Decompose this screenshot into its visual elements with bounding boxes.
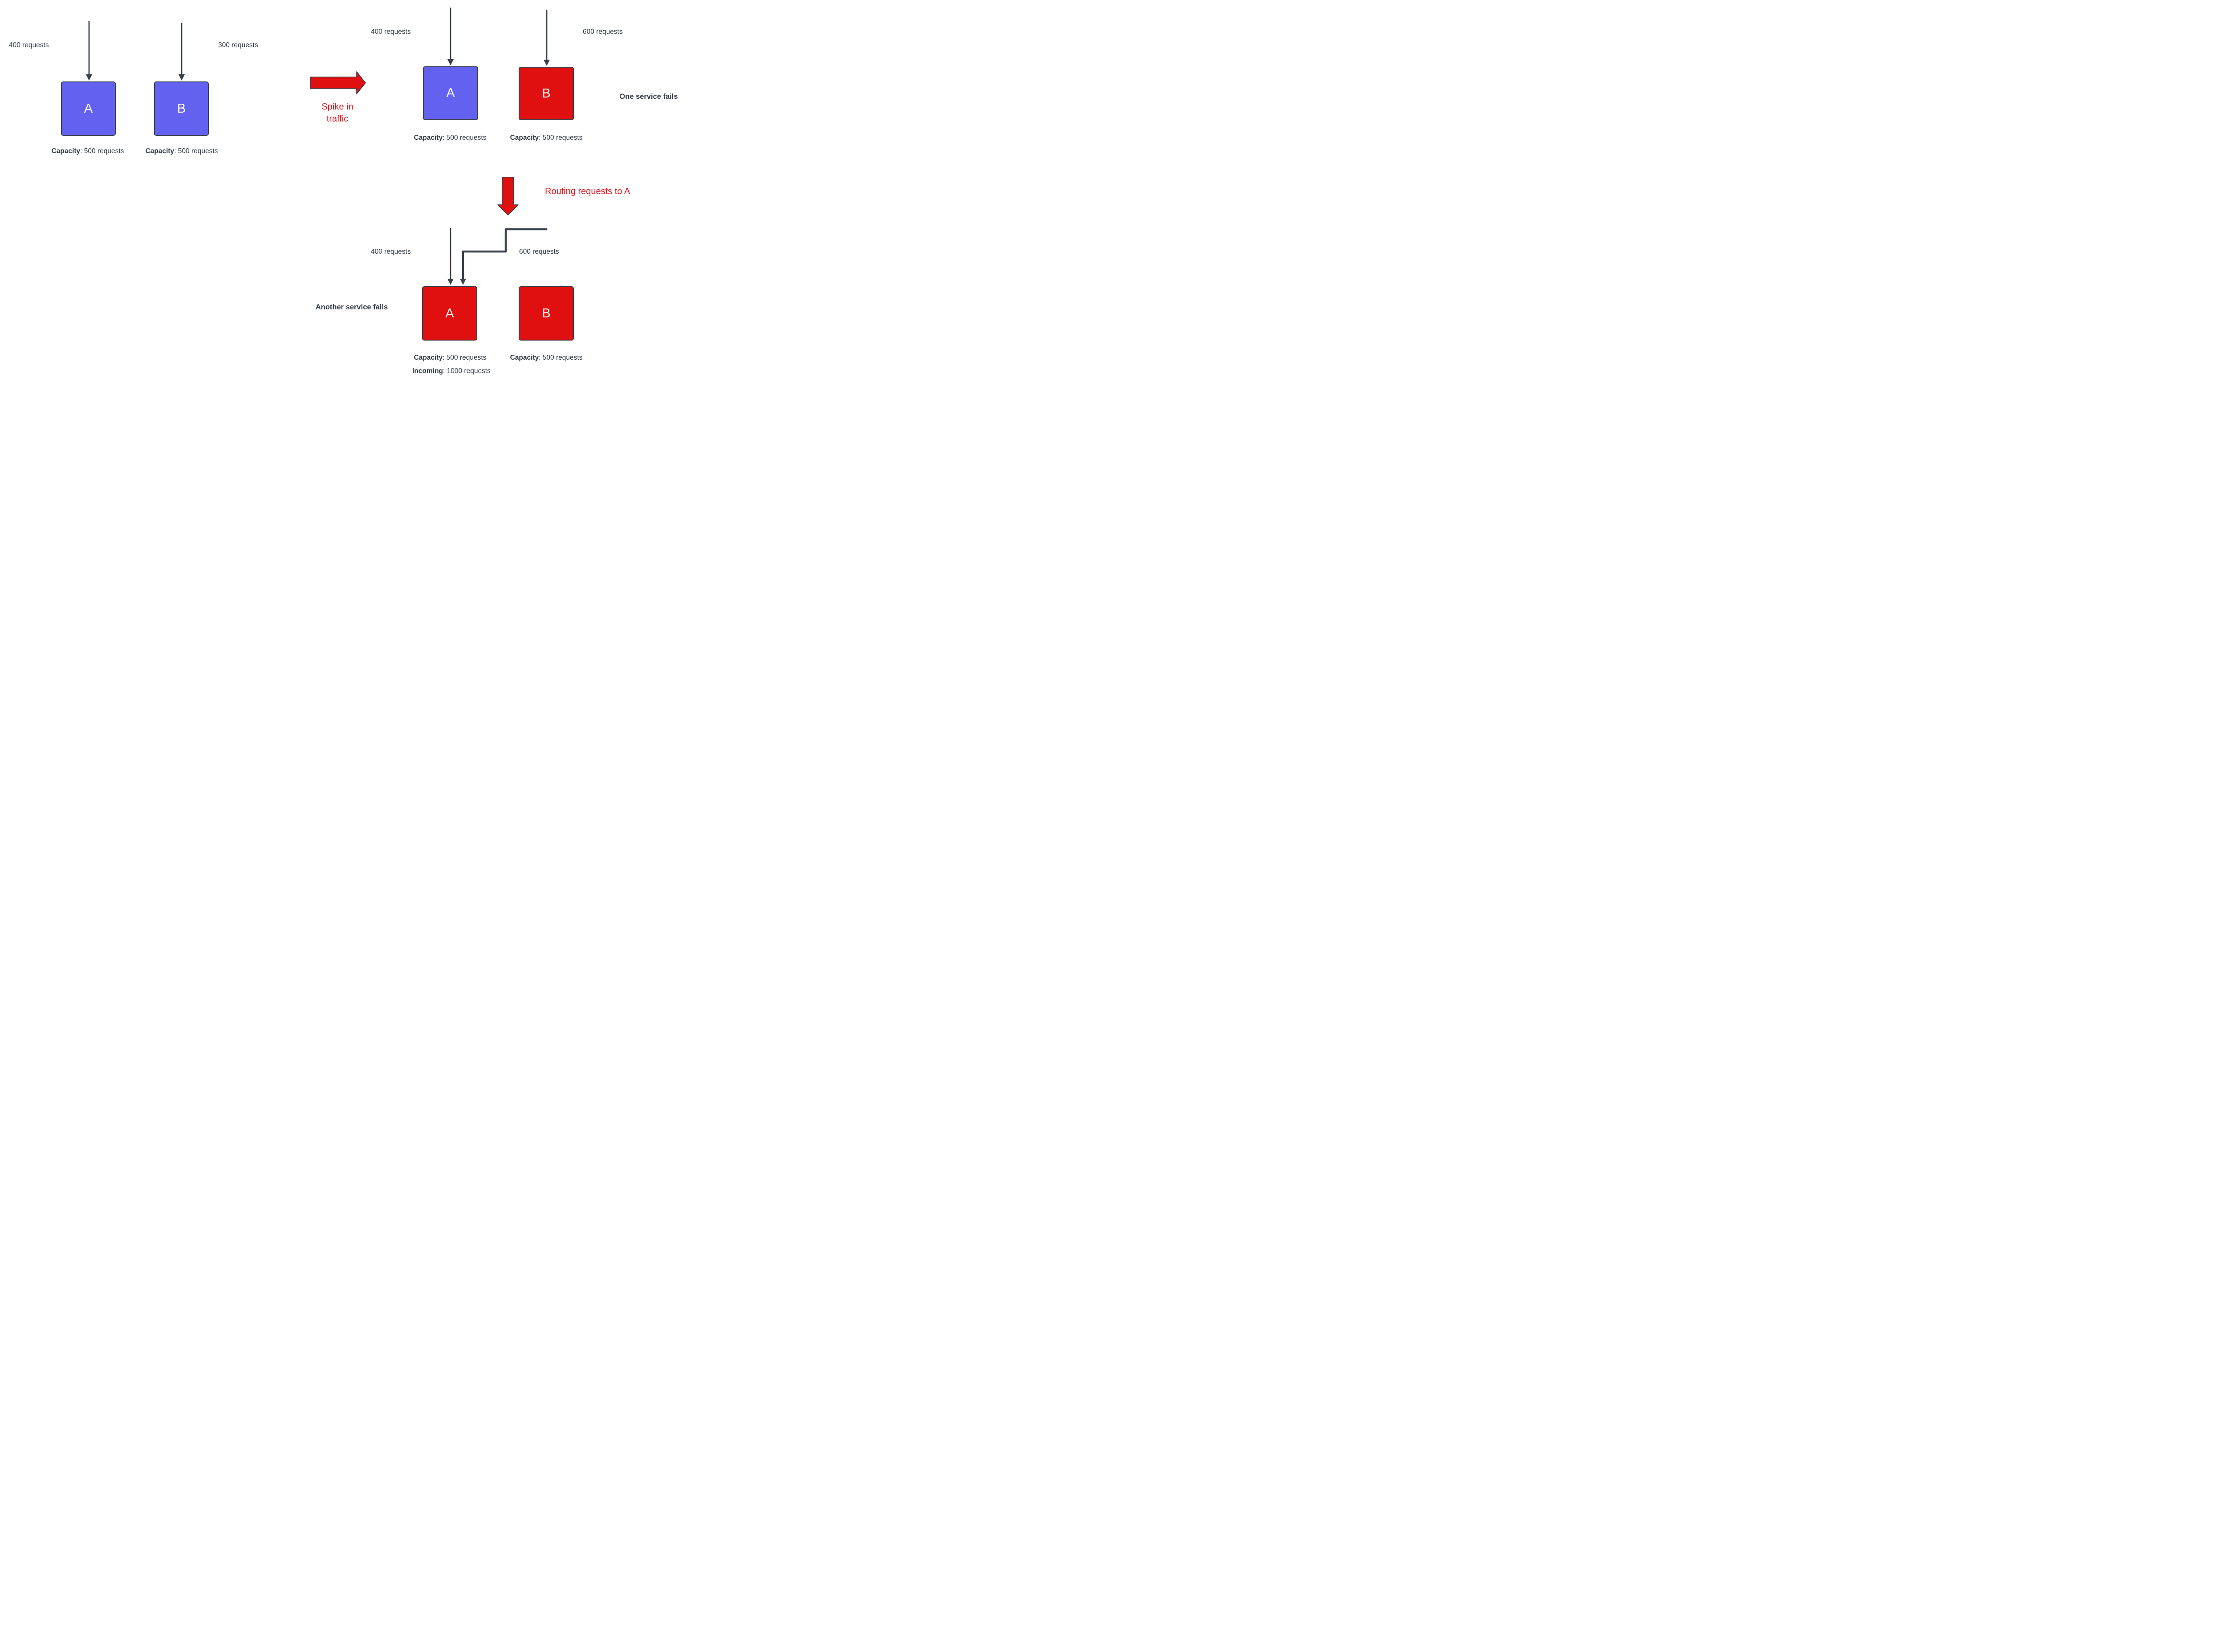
stage3-b-capacity-value: : 500 requests <box>539 354 583 361</box>
one-service-fails-caption: One service fails <box>619 93 678 101</box>
cascading-failure-diagram: 400 requests 300 requests A B Capacity: … <box>0 0 698 387</box>
stage1-b-capacity-text: Capacity: 500 requests <box>135 147 228 155</box>
stage3-a-incoming-value: : 1000 requests <box>443 367 491 375</box>
arrow-into-a-stage3-icon <box>447 228 454 285</box>
stage1-a-incoming-label: 400 requests <box>9 41 49 49</box>
stage3-a-capacity-text: Capacity: 500 requests <box>403 354 497 362</box>
stage2-service-a-box: A <box>423 66 478 120</box>
stage2-a-capacity-text: Capacity: 500 requests <box>403 134 497 142</box>
stage2-a-incoming-label: 400 requests <box>371 28 411 36</box>
stage2-b-capacity-text: Capacity: 500 requests <box>500 134 593 142</box>
stage3-b-incoming-label: 600 requests <box>519 248 559 256</box>
stage3-a-incoming-key: Incoming <box>412 367 443 375</box>
stage1-b-incoming-label: 300 requests <box>218 41 258 49</box>
stage3-a-capacity-key: Capacity <box>414 354 443 361</box>
stage3-service-a-box: A <box>422 286 477 341</box>
stage1-service-a-letter: A <box>84 101 93 116</box>
stage2-b-capacity-value: : 500 requests <box>539 134 583 142</box>
stage1-service-b-box: B <box>154 81 209 136</box>
routing-requests-label: Routing requests to A <box>545 187 630 196</box>
stage3-b-capacity-text: Capacity: 500 requests <box>500 354 593 362</box>
stage2-b-incoming-label: 600 requests <box>583 28 623 36</box>
stage2-b-capacity-key: Capacity <box>510 134 539 142</box>
stage3-a-capacity-value: : 500 requests <box>443 354 487 361</box>
stage3-a-incoming-total-text: Incoming: 1000 requests <box>405 367 498 375</box>
stage3-a-incoming-label: 400 requests <box>371 248 411 256</box>
stage3-b-capacity-key: Capacity <box>510 354 539 361</box>
stage3-service-a-letter: A <box>445 306 454 321</box>
stage1-service-a-box: A <box>61 81 116 136</box>
stage3-service-b-box: B <box>519 286 574 341</box>
stage1-a-capacity-value: : 500 requests <box>80 147 124 155</box>
stage1-b-capacity-key: Capacity <box>145 147 175 155</box>
spike-right-arrow-icon <box>310 71 366 94</box>
stage3-service-b-letter: B <box>542 306 551 321</box>
routing-down-arrow-icon <box>497 177 519 215</box>
stage1-service-b-letter: B <box>177 101 186 116</box>
stage2-service-b-letter: B <box>542 86 551 101</box>
rerouted-elbow-connector-icon <box>460 228 548 285</box>
stage2-service-a-letter: A <box>446 86 455 100</box>
another-service-fails-caption: Another service fails <box>315 303 388 311</box>
stage2-a-capacity-key: Capacity <box>414 134 443 142</box>
stage1-a-capacity-text: Capacity: 500 requests <box>41 147 134 155</box>
arrow-into-a-stage2-icon <box>447 8 454 65</box>
arrow-into-b-stage2-icon <box>544 10 550 66</box>
spike-in-traffic-label: Spike in traffic <box>321 102 353 124</box>
stage2-a-capacity-value: : 500 requests <box>443 134 487 142</box>
arrow-into-b-stage1-icon <box>179 23 185 81</box>
stage1-b-capacity-value: : 500 requests <box>174 147 218 155</box>
stage2-service-b-box: B <box>519 67 574 120</box>
arrow-into-a-stage1-icon <box>86 21 92 81</box>
stage1-a-capacity-key: Capacity <box>51 147 81 155</box>
